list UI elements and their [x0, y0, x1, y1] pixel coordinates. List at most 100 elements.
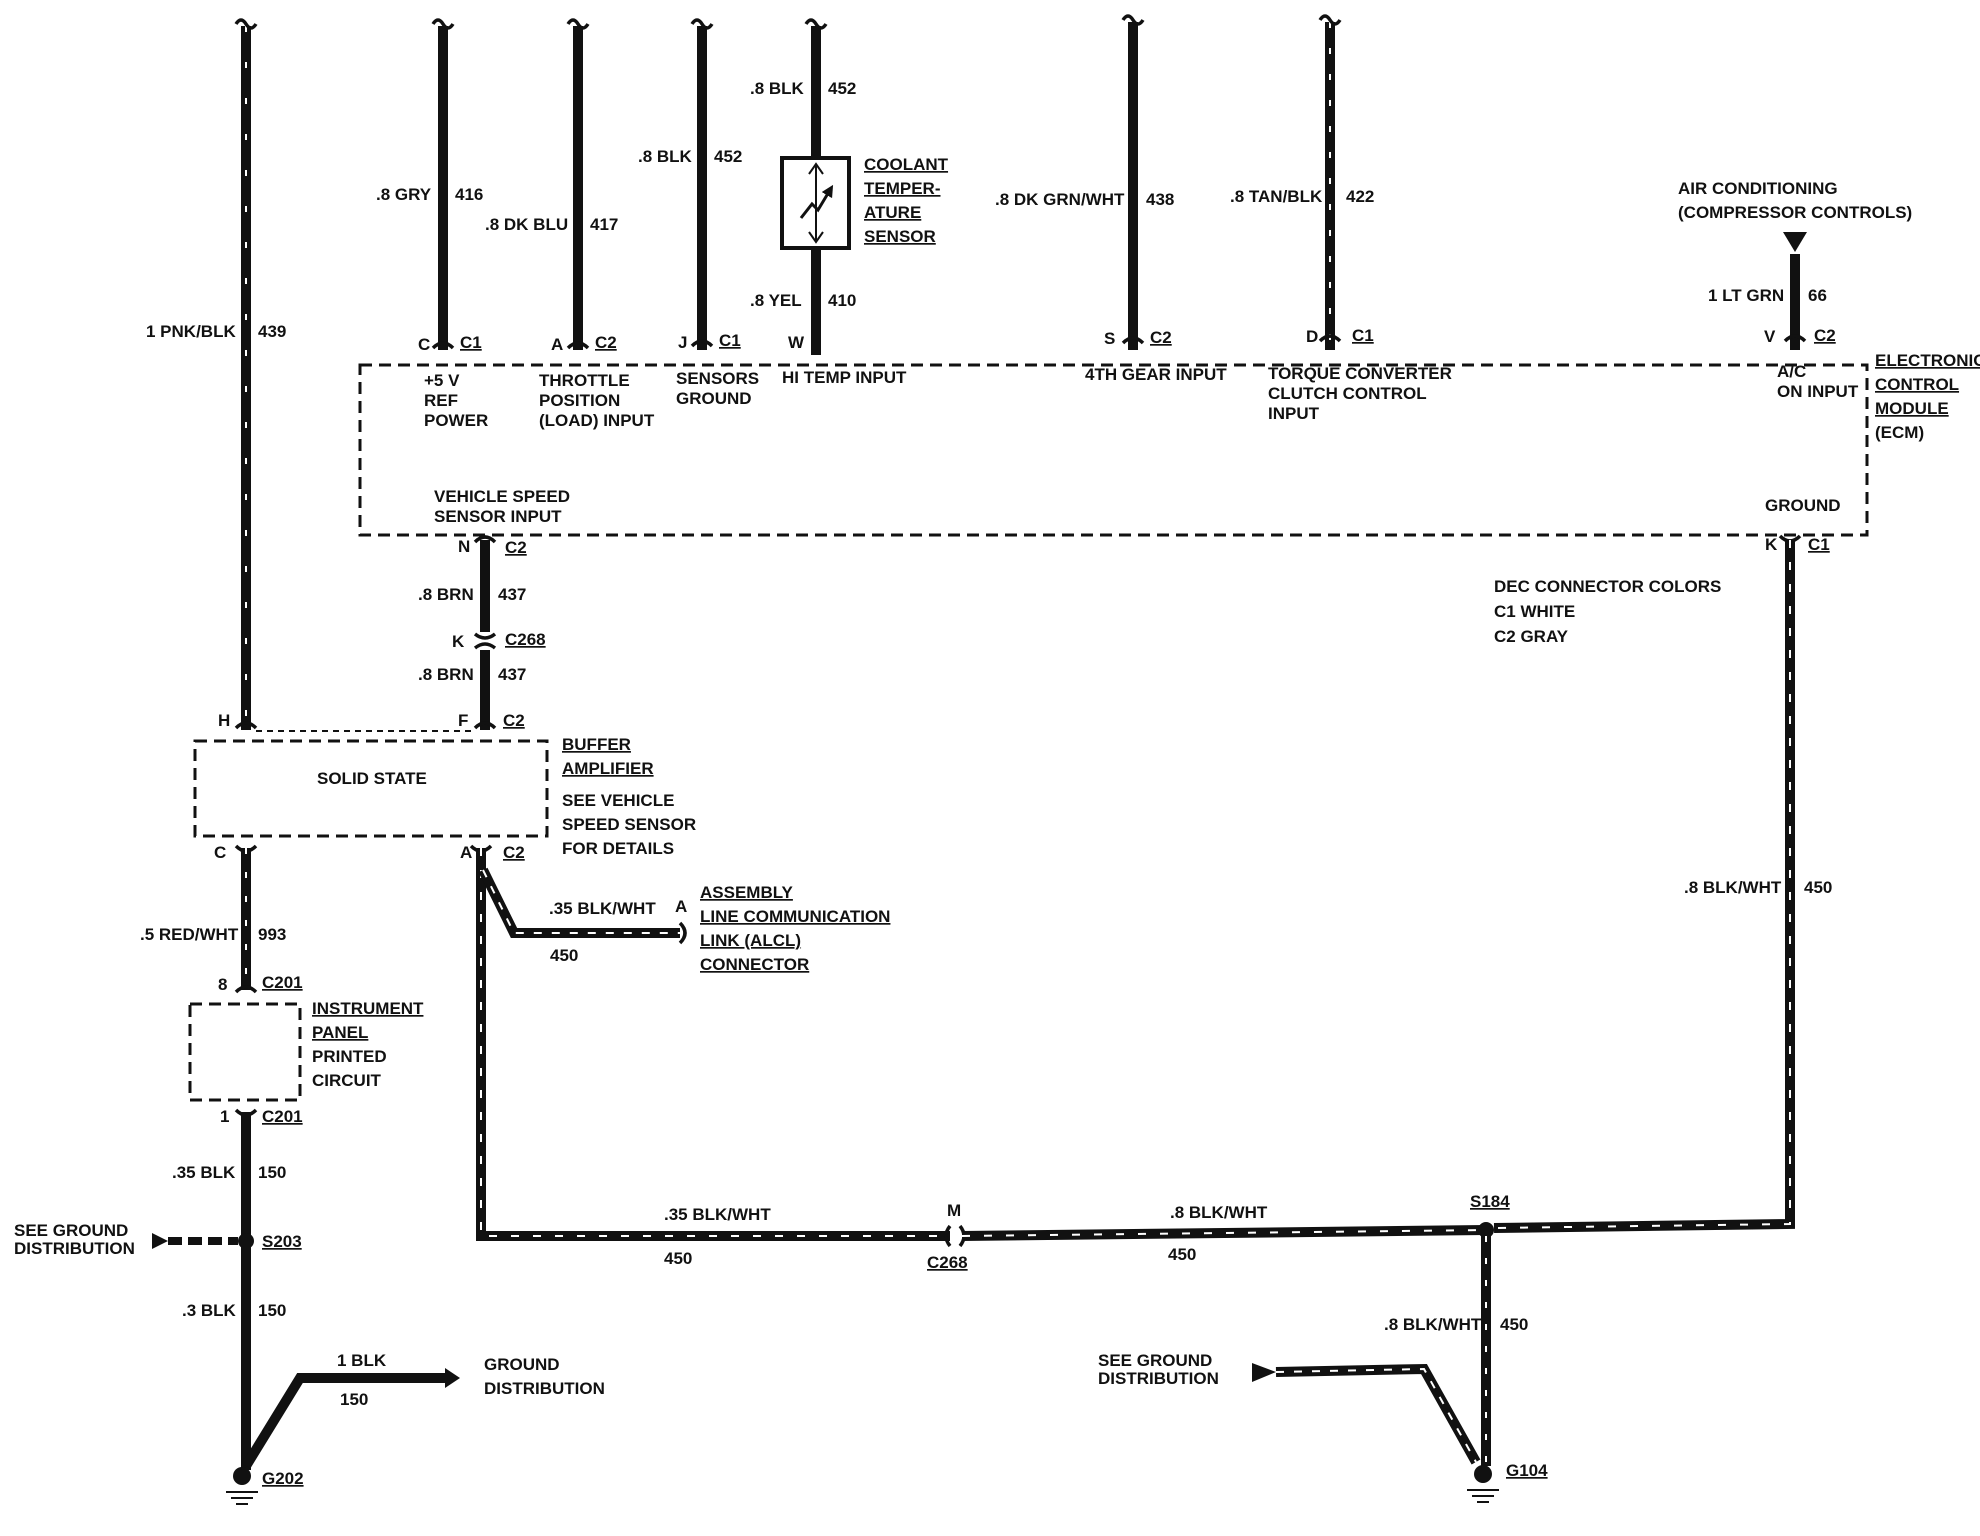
buffer-solid-state-label: SOLID STATE [317, 769, 427, 788]
wire-450-circuit: 450 [1168, 1245, 1196, 1264]
ground-g202-icon [226, 1467, 258, 1505]
wire-993-circuit: 993 [258, 925, 286, 944]
wire-437-circuit: 437 [498, 665, 526, 684]
connector-icon [566, 341, 590, 350]
svg-text:(ECM): (ECM) [1875, 423, 1924, 442]
svg-text:AIR CONDITIONING: AIR CONDITIONING [1678, 179, 1838, 198]
svg-text:4TH GEAR INPUT: 4TH GEAR INPUT [1085, 365, 1227, 384]
wire-410-gauge: .8 YEL [750, 291, 802, 310]
svg-text:PRINTED: PRINTED [312, 1047, 387, 1066]
svg-text:ASSEMBLY: ASSEMBLY [700, 883, 794, 902]
svg-text:(LOAD) INPUT: (LOAD) INPUT [539, 411, 655, 430]
wire-break-icon [1121, 14, 1145, 26]
wire-450-main [476, 848, 950, 1241]
svg-text:DISTRIBUTION: DISTRIBUTION [14, 1239, 135, 1258]
wire-450-circuit: 450 [1500, 1315, 1528, 1334]
svg-text:DEC CONNECTOR COLORS: DEC CONNECTOR COLORS [1494, 577, 1721, 596]
connector-icon [234, 985, 258, 994]
svg-text:INSTRUMENT: INSTRUMENT [312, 999, 424, 1018]
ground-g202-label: G202 [262, 1469, 304, 1488]
buffer-amplifier-box [193, 739, 549, 838]
svg-text:SENSORS: SENSORS [676, 369, 759, 388]
svg-text:ATURE: ATURE [864, 203, 921, 222]
svg-text:TEMPER-: TEMPER- [864, 179, 941, 198]
svg-text:CONNECTOR: CONNECTOR [700, 955, 809, 974]
pin-label: A [460, 843, 472, 862]
wire-437-circuit: 437 [498, 585, 526, 604]
connector-label: C1 [1352, 326, 1374, 345]
svg-text:(COMPRESSOR CONTROLS): (COMPRESSOR CONTROLS) [1678, 203, 1912, 222]
see-ground-right-label: SEE GROUND DISTRIBUTION [1098, 1351, 1219, 1388]
wire-66-gauge: 1 LT GRN [1708, 286, 1784, 305]
svg-text:SEE VEHICLE: SEE VEHICLE [562, 791, 674, 810]
svg-text:VEHICLE SPEED: VEHICLE SPEED [434, 487, 570, 506]
connector-icon [473, 535, 497, 544]
connector-icon [690, 339, 714, 348]
wire-438-gauge: .8 DK GRN/WHT [995, 190, 1125, 209]
pin-label: A [675, 897, 687, 916]
svg-text:REF: REF [424, 391, 458, 410]
wire-66-circuit: 66 [1808, 286, 1827, 305]
ecm-pin-labels: +5 V REF POWER THROTTLE POSITION (LOAD) … [424, 362, 1859, 526]
svg-text:CIRCUIT: CIRCUIT [312, 1071, 382, 1090]
svg-text:C1 WHITE: C1 WHITE [1494, 602, 1575, 621]
ground-arrow-icon [445, 1368, 460, 1388]
wire-438-circuit: 438 [1146, 190, 1174, 209]
ground-g104-icon [1467, 1465, 1499, 1503]
wire-break-icon [804, 18, 828, 30]
wire-break-icon [234, 18, 258, 30]
wire-150-branch [241, 1373, 445, 1469]
wire-450-gauge: .8 BLK/WHT [1684, 878, 1782, 897]
wire-417-circuit: 417 [590, 215, 618, 234]
see-ground-left-label: SEE GROUND DISTRIBUTION [14, 1221, 135, 1258]
pin-label: 8 [218, 975, 227, 994]
svg-text:LINK (ALCL): LINK (ALCL) [700, 931, 801, 950]
wire-450-gauge: .35 BLK/WHT [664, 1205, 771, 1224]
wire-450-gauge: .8 BLK/WHT [1384, 1315, 1482, 1334]
pin-label: K [1765, 535, 1778, 554]
connector-icon [1783, 334, 1807, 343]
wire-450-circuit: 450 [664, 1249, 692, 1268]
wire-452-gauge: .8 BLK [750, 79, 805, 98]
svg-text:THROTTLE: THROTTLE [539, 371, 630, 390]
svg-text:SENSOR: SENSOR [864, 227, 936, 246]
connector-label: C1 [719, 331, 741, 350]
connector-icon [1318, 334, 1342, 343]
alcl-label: ASSEMBLY LINE COMMUNICATION LINK (ALCL) … [700, 883, 890, 974]
connector-label: C1 [1808, 535, 1830, 554]
wire-450-circuit: 450 [550, 946, 578, 965]
air-conditioning-label: AIR CONDITIONING (COMPRESSOR CONTROLS) [1678, 179, 1912, 222]
svg-text:ELECTRONIC: ELECTRONIC [1875, 351, 1980, 370]
pin-label: D [1306, 327, 1318, 346]
pin-label: K [452, 632, 465, 651]
wire-150-gauge: 1 BLK [337, 1351, 387, 1370]
wire-break-icon [1318, 14, 1342, 26]
svg-text:INPUT: INPUT [1268, 404, 1320, 423]
connector-label: C268 [505, 630, 546, 649]
ecm-module-box [358, 363, 1869, 537]
ac-input-arrow-icon [1783, 232, 1807, 252]
alcl-connector-icon [678, 921, 687, 945]
svg-text:GROUND: GROUND [1765, 496, 1841, 515]
connector-label: C1 [460, 333, 482, 352]
svg-text:POWER: POWER [424, 411, 488, 430]
wire-150-gauge: .3 BLK [182, 1301, 237, 1320]
wire-break-icon [566, 18, 590, 30]
ground-dist-arrow-icon [1252, 1363, 1276, 1382]
coolant-sensor-label: COOLANT TEMPER- ATURE SENSOR [864, 155, 949, 246]
connector-label: C2 [595, 333, 617, 352]
wire-416-gauge: .8 GRY [376, 185, 432, 204]
wire-437-gauge: .8 BRN [418, 585, 474, 604]
buffer-amplifier-label: BUFFER AMPLIFIER SEE VEHICLE SPEED SENSO… [562, 735, 696, 858]
connector-label: C2 [1814, 326, 1836, 345]
svg-text:ON INPUT: ON INPUT [1777, 382, 1859, 401]
wire-to-ground-dist-right [1275, 1363, 1481, 1465]
wire-422-gauge: .8 TAN/BLK [1230, 187, 1323, 206]
wire-450-gauge: .35 BLK/WHT [549, 899, 656, 918]
wire-break-icon [690, 18, 714, 30]
wire-439-circuit: 439 [258, 322, 286, 341]
wire-150-circuit: 150 [258, 1301, 286, 1320]
ground-g104-label: G104 [1506, 1461, 1548, 1480]
wire-417-gauge: .8 DK BLU [485, 215, 568, 234]
ground-dist-arrow-icon [152, 1233, 168, 1249]
